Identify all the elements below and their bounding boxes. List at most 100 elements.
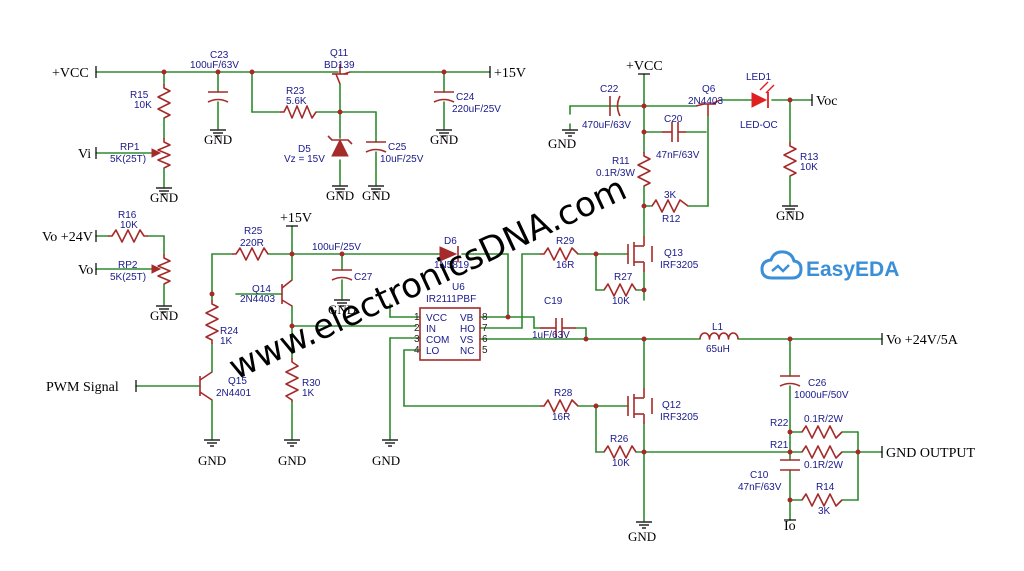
c27-value: 100uF/25V [312, 242, 361, 253]
c24-value: 220uF/25V [452, 104, 501, 115]
r14-value: 3K [818, 506, 831, 517]
c22-ref: C22 [600, 84, 619, 95]
gnd-label: GND [326, 188, 354, 203]
u6-body [419, 307, 481, 361]
c26-symbol [779, 375, 801, 387]
c20-symbol [662, 122, 686, 142]
r23-symbol [280, 105, 317, 119]
q11-symbol [332, 64, 351, 85]
u6-pin-7-num: 7 [482, 323, 488, 334]
r12-symbol [651, 199, 689, 213]
r15-symbol [157, 84, 171, 119]
c10-symbol [780, 459, 800, 471]
q15-symbol [199, 371, 213, 401]
r28-ref: R28 [554, 388, 573, 399]
c27-ref: C27 [354, 272, 373, 283]
r12-ref: R12 [662, 214, 681, 225]
r25-ref: R25 [244, 226, 263, 237]
r22-symbol [801, 425, 843, 439]
c24-ref: C24 [456, 92, 475, 103]
r13-value: 10K [800, 162, 818, 173]
d6-ref: D6 [444, 236, 457, 247]
led1-value: LED-OC [740, 120, 778, 131]
d6-symbol [439, 246, 459, 262]
led1-ref: LED1 [746, 72, 771, 83]
r22-value: 0.1R/2W [804, 414, 843, 425]
c19-ref: C19 [544, 296, 563, 307]
rp1-ref: RP1 [120, 142, 140, 153]
rp1-wiper-arrow [151, 148, 162, 158]
easyeda-logo: EasyEDA [760, 250, 899, 281]
c23-ref: C23 [210, 50, 229, 61]
gnd-label: GND [548, 136, 576, 151]
q14-value: 2N4403 [240, 294, 275, 305]
cloud-icon [760, 250, 803, 280]
net-p15-driver: +15V [280, 211, 312, 226]
net-vcc-top: +VCC [626, 59, 663, 74]
gnd-label: GND [150, 308, 178, 323]
r29-ref: R29 [556, 236, 575, 247]
r12-value: 3K [664, 190, 677, 201]
r21-ref: R21 [770, 440, 789, 451]
r24-ref: R24 [220, 326, 239, 337]
gnd-label: GND [198, 453, 226, 468]
easyeda-wordmark: EasyEDA [806, 258, 899, 281]
r26-ref: R26 [610, 434, 629, 445]
gnd-label: GND [328, 302, 356, 317]
q12-value: IRF3205 [660, 412, 699, 423]
u6-pin-6-num: 6 [482, 334, 488, 345]
u6-pin-2-num: 2 [414, 323, 420, 334]
r15-value: 10K [134, 100, 152, 111]
ground-symbols [155, 129, 799, 529]
r26-value: 10K [612, 458, 630, 469]
q14-ref: Q14 [252, 284, 271, 295]
gnd-label: GND [278, 453, 306, 468]
r14-symbol [801, 493, 843, 507]
r26-symbol [603, 445, 637, 459]
rp2-ref: RP2 [118, 260, 138, 271]
net-pwm: PWM Signal [46, 380, 119, 395]
d6-value: 1N5819 [434, 260, 469, 271]
c23-value: 100uF/63V [190, 60, 239, 71]
l1-ref: L1 [712, 322, 724, 333]
r11-ref: R11 [612, 156, 630, 167]
r25-symbol [232, 247, 269, 261]
q15-ref: Q15 [228, 376, 247, 387]
q13-symbol [627, 236, 653, 272]
net-vi: Vi [78, 147, 91, 162]
c22-symbol [609, 95, 621, 117]
rp1-value: 5K(25T) [110, 154, 146, 165]
d5-ref: D5 [298, 144, 311, 155]
r21-symbol [801, 445, 843, 459]
c10-value: 47nF/63V [738, 482, 782, 493]
u6-pin-5-name: NC [460, 346, 474, 357]
gnd-label: GND [204, 132, 232, 147]
r27-ref: R27 [614, 272, 633, 283]
rp2-symbol [157, 254, 171, 285]
gnd-label: GND [776, 208, 804, 223]
u6-pin-4-name: LO [426, 346, 440, 357]
d5-value: Vz = 15V [284, 154, 325, 165]
junctions [161, 69, 861, 503]
r28-symbol [540, 399, 579, 413]
gnd-label: GND [628, 529, 656, 544]
q12-ref: Q12 [662, 400, 681, 411]
q6-symbol [695, 99, 721, 116]
r13-symbol [783, 142, 797, 177]
r24-value: 1K [220, 336, 233, 347]
component-labels: C23 100uF/63V Q11 BD139 R15 10K RP1 5K(2… [110, 48, 849, 517]
r23-value: 5.6K [286, 96, 307, 107]
q12-symbol [627, 388, 653, 424]
r15-ref: R15 [130, 90, 149, 101]
u6-pin-1-num: 1 [414, 312, 420, 323]
u6-pin-4-num: 4 [414, 345, 420, 356]
r29-symbol [540, 247, 579, 261]
r21-value: 0.1R/2W [804, 460, 843, 471]
c25-value: 10uF/25V [380, 154, 424, 165]
r16-ref: R16 [118, 210, 137, 221]
l1-value: 65uH [706, 344, 730, 355]
u6-pin-1-name: VCC [426, 313, 447, 324]
d5-symbol [327, 135, 353, 157]
r27-value: 10K [612, 296, 630, 307]
